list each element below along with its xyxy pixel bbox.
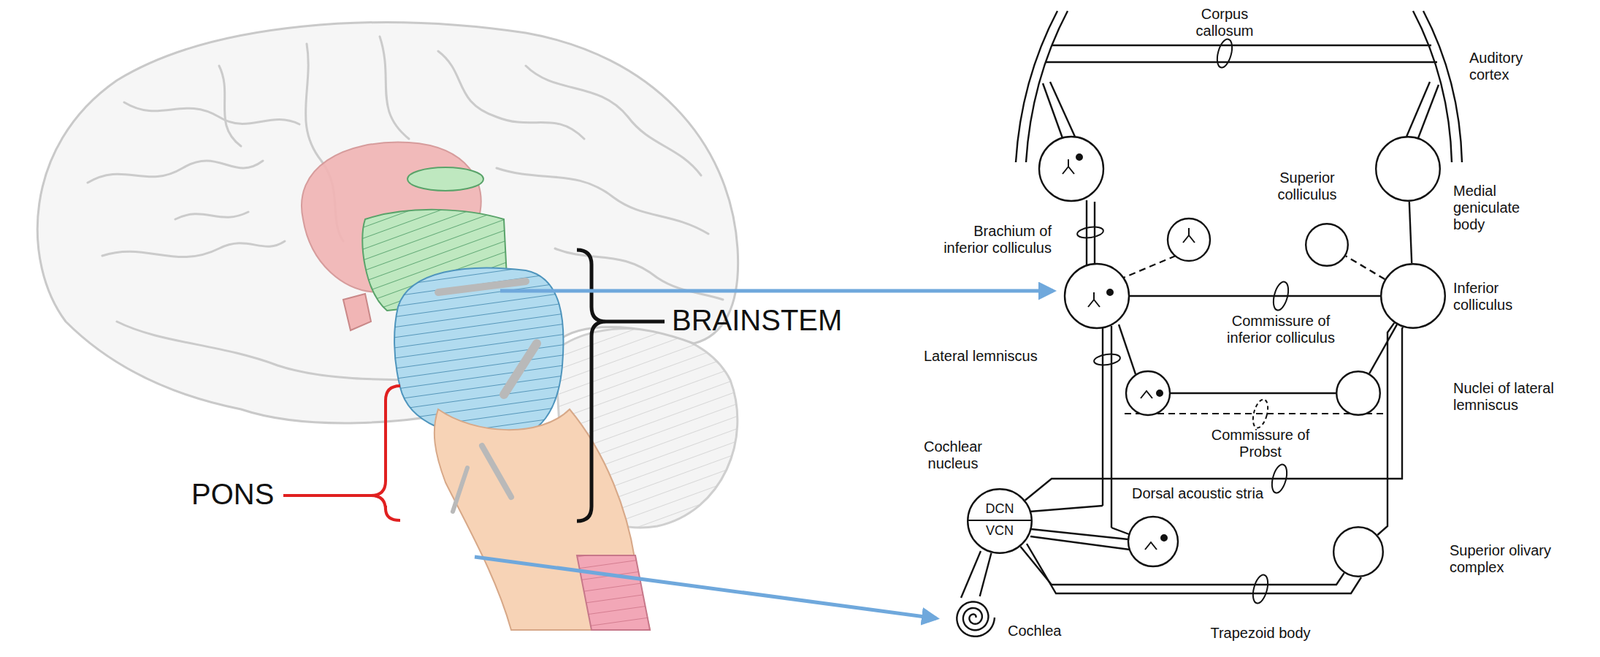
tract-label: Lateral lemniscus xyxy=(923,347,1070,365)
colliculus-link xyxy=(1121,255,1176,279)
pathway-connector xyxy=(1025,327,1403,501)
cerebrum xyxy=(37,22,738,423)
pathway-connector xyxy=(980,552,992,597)
nucleus-label: Cochlear nucleus xyxy=(909,438,997,472)
pons-shape xyxy=(394,268,564,439)
node-outline xyxy=(1335,370,1381,416)
pituitary xyxy=(343,293,371,331)
region-label: PONS xyxy=(191,477,287,510)
medulla xyxy=(434,408,650,630)
tract-label: Dorsal acoustic stria xyxy=(1120,484,1275,502)
tract-label: Commissure of Probst xyxy=(1209,426,1312,461)
nucleus-label: Nuclei of lateral lemniscus xyxy=(1453,379,1589,414)
spinal-columns xyxy=(576,554,650,630)
midbrain-band xyxy=(407,167,484,191)
spinal-stripes xyxy=(576,554,650,630)
node-outline xyxy=(952,595,997,639)
nucleus-label: Superior colliculus xyxy=(1267,169,1348,204)
pathway-wires xyxy=(961,10,1462,598)
cochlea-spiral xyxy=(956,601,995,637)
nucleus-circle xyxy=(1039,136,1211,566)
pointer-arrow xyxy=(500,289,1054,293)
pointer-arrow xyxy=(474,556,937,618)
nucleus-divider xyxy=(968,519,1032,521)
nucleus-label: Medial geniculate body xyxy=(1453,182,1541,233)
tract-label: Commissure of inferior colliculus xyxy=(1218,312,1343,347)
node-outline xyxy=(1380,262,1446,329)
subdivision-label: VCN xyxy=(977,522,1022,539)
pathway-connector xyxy=(1369,324,1397,374)
cranial-nerves xyxy=(438,281,537,512)
nucleus-circle xyxy=(1305,223,1349,266)
nucleus-circle xyxy=(1333,526,1384,577)
subdivision-label: DCN xyxy=(977,500,1022,517)
nucleus-node: Superior olivary complex xyxy=(1332,525,1384,577)
pons-bracket xyxy=(283,385,401,520)
nucleus-label: Cochlea xyxy=(1007,622,1074,639)
nucleus-label: Superior olivary complex xyxy=(1449,541,1574,576)
node-outline xyxy=(966,487,1033,554)
tract-label: Corpus callosum xyxy=(1188,5,1262,40)
node-outline xyxy=(1332,525,1384,577)
cochlea-node: Cochlea xyxy=(952,595,997,639)
pons-stripes xyxy=(394,268,564,439)
nucleus-node: Nuclei of lateral lemniscus xyxy=(1335,370,1381,416)
pathway-connector xyxy=(1020,546,1345,585)
node-outline xyxy=(1375,135,1441,202)
nucleus-node: Medial geniculate body xyxy=(1375,135,1441,202)
tract-label: Auditory cortex xyxy=(1469,49,1543,84)
tract-label: Brachium of inferior colliculus xyxy=(931,222,1052,257)
pathway-connector xyxy=(1409,201,1412,263)
nucleus-circle xyxy=(1380,263,1446,328)
pathway-connector xyxy=(1345,255,1386,279)
nucleus-node: Cochlear nucleusDCNVCN xyxy=(966,487,1033,554)
nucleus-circle xyxy=(1375,136,1441,201)
nucleus-node: Superior colliculus xyxy=(1304,222,1349,267)
nucleus-node: Inferior colliculus xyxy=(1380,262,1446,329)
nucleus-circle xyxy=(967,488,1032,553)
nucleus-label: Inferior colliculus xyxy=(1453,279,1534,314)
region-label: BRAINSTEM xyxy=(671,303,870,336)
node-outline xyxy=(1304,222,1349,267)
tract-label: Trapezoid body xyxy=(1202,624,1319,642)
nucleus-circle xyxy=(1336,370,1381,415)
